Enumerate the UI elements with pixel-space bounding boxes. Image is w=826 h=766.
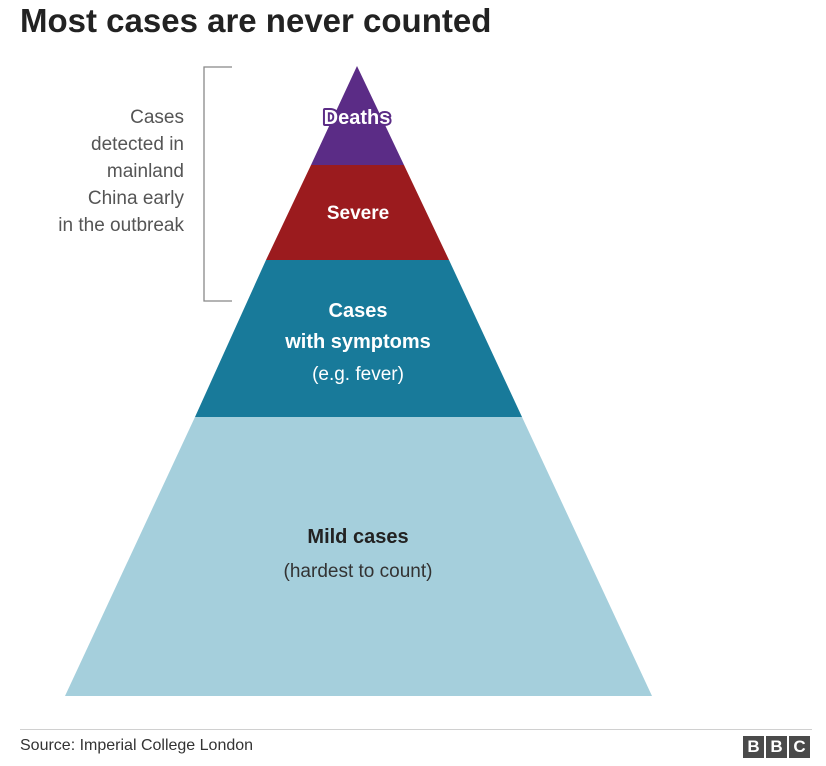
- bracket-label-line: Cases: [130, 107, 184, 128]
- pyramid-layer-mild: [65, 417, 652, 696]
- logo-letter: C: [789, 736, 810, 758]
- bracket-label-line: China early: [87, 188, 184, 209]
- layer-label-symptoms-2: with symptoms: [284, 331, 431, 353]
- chart-title: Most cases are never counted: [20, 2, 492, 39]
- bracket-label-line: in the outbreak: [58, 215, 184, 236]
- footer-divider: [20, 729, 812, 730]
- logo-letter: B: [766, 736, 787, 758]
- layer-label-mild-1: Mild cases: [307, 526, 408, 548]
- bbc-logo: B B C: [743, 736, 810, 758]
- bracket-label-line: detected in: [91, 134, 184, 155]
- layer-label-severe: Severe: [327, 203, 389, 224]
- bracket-label-line: mainland: [106, 161, 184, 182]
- pyramid-layer-deaths: [311, 66, 404, 165]
- layer-label-deaths: Deaths: [324, 107, 391, 129]
- pyramid-layer-severe: [266, 165, 449, 260]
- source-note: Source: Imperial College London: [20, 737, 254, 754]
- bracket-label: Cases detected in mainland China early i…: [14, 104, 184, 239]
- bracket-line: [203, 66, 232, 302]
- layer-label-symptoms-3: (e.g. fever): [312, 364, 404, 385]
- logo-letter: B: [743, 736, 764, 758]
- layer-label-symptoms-1: Cases: [329, 300, 388, 322]
- pyramid-layer-symptoms: [195, 260, 522, 417]
- layer-label-mild-2: (hardest to count): [284, 561, 433, 582]
